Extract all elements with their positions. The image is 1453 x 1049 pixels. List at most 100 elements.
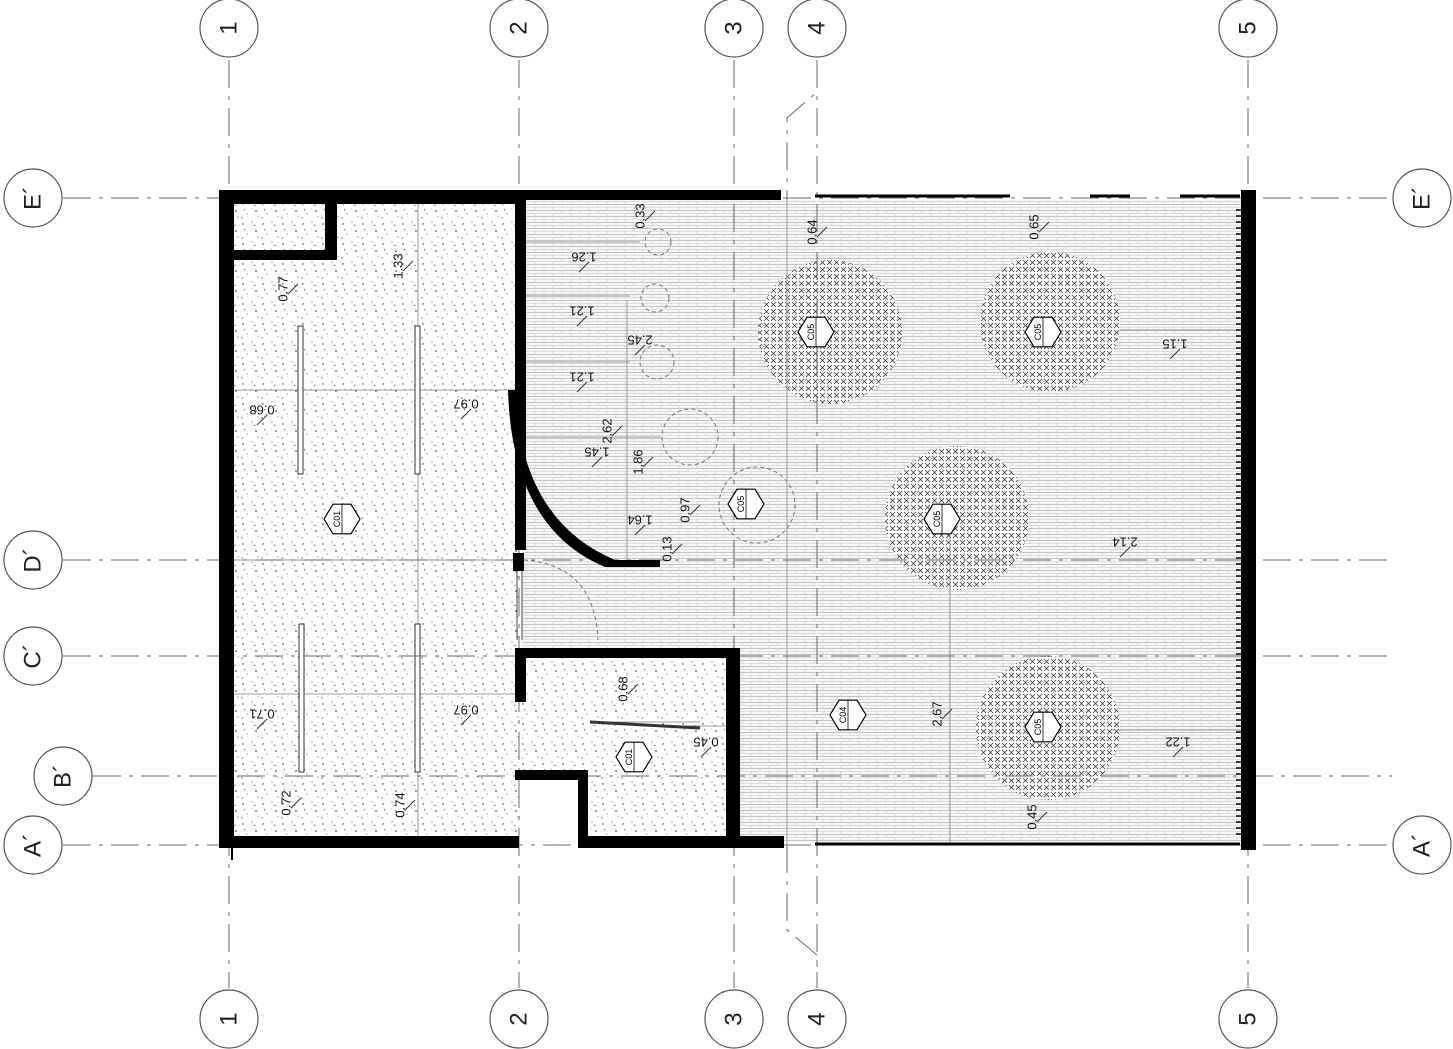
grid-label: A´ xyxy=(20,833,47,857)
material-tag: C05 xyxy=(1024,316,1062,348)
wall-right xyxy=(1241,190,1256,850)
dimension-label: 1.15 xyxy=(1162,337,1187,352)
grid-label: 2 xyxy=(506,21,533,34)
tag-code: C01 xyxy=(624,749,634,766)
grid-label: E´ xyxy=(1409,186,1436,210)
dimension-label: 0.74 xyxy=(393,792,408,817)
grid-bubble-D´: D´ xyxy=(3,530,63,590)
grid-label: E´ xyxy=(20,186,47,210)
grid-bubble-1: 1 xyxy=(199,989,259,1049)
material-tag: C01 xyxy=(323,503,361,535)
dimension-label: 1.33 xyxy=(391,253,406,278)
grid-label: 5 xyxy=(1235,21,1262,34)
wall-closet-h xyxy=(234,250,337,260)
dimension-label: 0.71 xyxy=(249,707,274,722)
grid-label: D´ xyxy=(20,547,47,572)
grid-label: 3 xyxy=(721,1012,748,1025)
wall-door-jamb xyxy=(513,553,524,571)
tag-code: C01 xyxy=(332,511,342,528)
material-tag: C05 xyxy=(797,316,835,348)
grid-label: A´ xyxy=(1409,833,1436,857)
dimension-label: 0.72 xyxy=(279,790,294,815)
grid-label: 5 xyxy=(1235,1012,1262,1025)
grid-label: 4 xyxy=(804,21,831,34)
dimension-label: 0.13 xyxy=(660,536,675,561)
grid-label: B´ xyxy=(50,764,77,788)
material-tag: C05 xyxy=(727,488,765,520)
dimension-label: 0.97 xyxy=(678,497,693,522)
tag-code: C05 xyxy=(806,324,816,341)
wall-small-top xyxy=(515,648,740,658)
grid-bubble-3: 3 xyxy=(704,989,764,1049)
grid-label: 1 xyxy=(216,1012,243,1025)
dimension-label: 0.33 xyxy=(633,203,648,228)
walls xyxy=(219,190,1256,860)
dimension-label: 1.45 xyxy=(584,445,609,460)
dimension-label: 0.64 xyxy=(805,219,820,244)
material-tag: C05 xyxy=(1024,711,1062,743)
dimension-annotations: 0.33 1.26 1.33 0.64 0.65 0.77 1.21 2.45 1.15 1.21… xyxy=(249,203,1190,829)
dimension-label: 1.22 xyxy=(1165,735,1190,750)
wall-bottom-left xyxy=(219,836,519,848)
material-tag: C01 xyxy=(615,741,653,773)
wall-top-mid xyxy=(519,190,781,200)
material-tag: C05 xyxy=(923,503,961,535)
grid-bubble-E´: E´ xyxy=(3,168,63,228)
tag-code: C05 xyxy=(736,496,746,513)
dimension-label: 1.21 xyxy=(569,370,594,385)
tag-code: C05 xyxy=(932,511,942,528)
dimension-label: 2.67 xyxy=(930,701,945,726)
material-tag: C04 xyxy=(829,699,867,731)
grid-bubble-2: 2 xyxy=(489,989,549,1049)
tag-code: C05 xyxy=(1033,324,1043,341)
dimension-label: 0.77 xyxy=(276,276,291,301)
interior-lines xyxy=(234,200,1244,845)
dimension-label: 1.26 xyxy=(571,250,596,265)
grid-bubble-C´: C´ xyxy=(3,626,63,686)
dimension-label: 1.21 xyxy=(569,304,594,319)
left-room-floor xyxy=(234,204,519,841)
tag-code: C05 xyxy=(1033,719,1043,736)
wall-closet-v xyxy=(325,204,337,260)
curve-floor xyxy=(522,204,735,562)
wall-bottom-mid xyxy=(578,836,784,848)
grid-bubble-4: 4 xyxy=(787,0,847,58)
dimension-label: 0.68 xyxy=(616,676,631,701)
grid-bubble-E´: E´ xyxy=(1392,168,1452,228)
grid-bubble-5: 5 xyxy=(1218,0,1278,58)
dimension-label: 2.62 xyxy=(600,418,615,443)
wall-top-left xyxy=(219,190,524,204)
grid-bubble-1: 1 xyxy=(199,0,259,58)
grid-label: 4 xyxy=(804,1012,831,1025)
dimension-label: 0.68 xyxy=(249,403,274,418)
dimension-label: 1.86 xyxy=(631,449,646,474)
dimension-label: 0.97 xyxy=(453,703,478,718)
dimension-label: 2.14 xyxy=(1112,535,1137,550)
grid-bubble-2: 2 xyxy=(489,0,549,58)
dimension-label: 0.65 xyxy=(1027,214,1042,239)
dimension-label: 2.45 xyxy=(627,333,652,348)
grid-label: 3 xyxy=(721,21,748,34)
tag-code: C04 xyxy=(838,707,848,724)
wall-small-right xyxy=(726,648,740,848)
grid-label: C´ xyxy=(20,643,47,668)
grid-bubble-A´: A´ xyxy=(3,815,63,875)
wall-small-left xyxy=(515,648,526,702)
wall-mid-vertical xyxy=(515,200,526,550)
grid-label: 2 xyxy=(506,1012,533,1025)
grid-bubble-5: 5 xyxy=(1218,989,1278,1049)
grid-bubble-3: 3 xyxy=(704,0,764,58)
grid-label: 1 xyxy=(216,21,243,34)
grid-bubble-B´: B´ xyxy=(33,746,93,806)
wall-step-v xyxy=(578,770,588,848)
wall-step-h xyxy=(515,770,587,780)
wall-left xyxy=(219,190,234,846)
dimension-label: 0.45 xyxy=(693,735,718,750)
dimension-label: 0.45 xyxy=(1025,804,1040,829)
dimension-label: 1.64 xyxy=(627,513,652,528)
corridor-floor xyxy=(522,562,736,650)
grid-bubble-A´: A´ xyxy=(1392,815,1452,875)
